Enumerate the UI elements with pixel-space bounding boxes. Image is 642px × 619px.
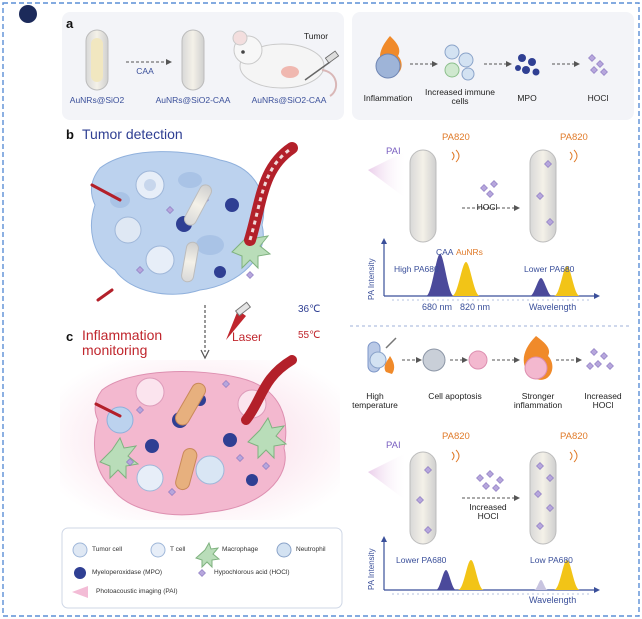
peak-b-680-low: [530, 278, 552, 296]
pai-beam-b: [368, 150, 408, 200]
rod-c-left: [408, 451, 443, 545]
peak-c-680-low: [534, 580, 548, 590]
legend-t-cell-icon: [150, 542, 166, 558]
pa820-c-left: PA820: [442, 431, 470, 442]
step-hocl: HOCl: [587, 93, 609, 103]
peak-b-820-right: [554, 266, 580, 296]
temp-55: 55℃: [298, 330, 321, 341]
pai-label-b: PAI: [386, 146, 401, 157]
label-aunrs-sio2-caa: AuNRs@SiO2-CAA: [155, 95, 231, 105]
chart-b-y-label: PA Intensity: [367, 258, 376, 300]
legend-macrophage: Macrophage: [222, 546, 259, 553]
step-increased-immune-cells: Increased immune cells: [425, 87, 495, 106]
x-680-label: 680 nm: [422, 302, 453, 312]
step-stronger-inflammation: Stronger inflammation: [513, 391, 563, 410]
mouse-illustration: [232, 30, 340, 97]
label-aunrs-sio2-caa-mouse: AuNRs@SiO2-CAA: [251, 95, 327, 105]
increased-hocl-arrow-label: Increased HOCl: [469, 502, 507, 521]
pai-label-c: PAI: [386, 440, 401, 451]
corner-mark: [19, 5, 37, 23]
temp-36: 36℃: [298, 304, 321, 315]
immune-cells-icon: [444, 44, 475, 81]
legend-neutrophil: Neutrophil: [296, 546, 326, 553]
chart-c-y-label: PA Intensity: [367, 548, 376, 590]
peak-b-680-high: [426, 254, 454, 296]
hocl-arrow-label-b: HOCl: [476, 202, 498, 212]
apoptosis-cell-1: [422, 348, 446, 372]
rod-b-left: [408, 149, 443, 243]
chart-b-x-label: Wavelength: [529, 302, 577, 312]
peak-c-820: [458, 560, 484, 590]
panel-label-c: c: [66, 329, 74, 344]
label-aunrs-sio2: AuNRs@SiO2: [69, 95, 125, 105]
vessel-fragment: [90, 183, 122, 202]
panel-a-rod-bare: [85, 29, 109, 91]
low-pa680-label: Low PA680: [530, 555, 573, 565]
rod-b-right: [528, 149, 563, 243]
panel-c-title-line2: monitoring: [82, 342, 148, 358]
peak-b-820: [452, 262, 480, 296]
pa820-c-right: PA820: [560, 431, 588, 442]
lower-pa680-b-label: Lower PA680: [524, 264, 575, 274]
high-pa680-label: High PA680: [394, 264, 439, 274]
lower-pa680-c-label: Lower PA680: [396, 555, 447, 565]
tumor-blue-illustration: [90, 151, 272, 295]
mpo-icon: [515, 54, 540, 76]
panel-a-rod-caa: [180, 29, 211, 91]
laser-device: [234, 301, 252, 317]
panel-c-title-line1: Inflammation: [82, 327, 163, 343]
tumor-pink-illustration: [94, 371, 288, 516]
step-mpo: MPO: [517, 93, 537, 103]
legend-neutrophil-icon: [276, 542, 292, 558]
step-cell-apoptosis: Cell apoptosis: [428, 391, 482, 401]
hocl-cluster-c: [476, 470, 504, 492]
panel-label-b: b: [66, 127, 74, 142]
aunrs-peak-label: AuNRs: [456, 247, 483, 257]
label-caa: CAA: [136, 66, 154, 76]
high-temp-icon: [367, 337, 397, 374]
panel-a-right-box: [352, 12, 634, 120]
pa820-b-right: PA820: [560, 132, 588, 143]
label-tumor: Tumor: [303, 31, 329, 41]
vessel-fragment: [94, 402, 122, 418]
panel-b-title: Tumor detection: [82, 126, 183, 142]
blood-vessel-b: [244, 142, 298, 246]
pa820-b-left: PA820: [442, 132, 470, 143]
increased-hocl-icon: [586, 348, 614, 370]
step-inflammation: Inflammation: [363, 93, 413, 103]
legend-pai-icon: [72, 586, 88, 598]
caa-peak-label: CAA: [436, 247, 454, 257]
legend-hocl: Hypochlorous acid (HOCl): [214, 569, 290, 576]
legend-tumor-cell-icon: [72, 542, 88, 558]
legend-tumor-cell: Tumor cell: [92, 546, 123, 553]
inflammation-icon: [375, 36, 402, 79]
x-820-label: 820 nm: [460, 302, 491, 312]
peak-c-680-lower: [436, 570, 456, 590]
legend-t-cell: T cell: [170, 546, 186, 553]
legend-box: [61, 527, 343, 609]
peak-c-820-right: [554, 560, 580, 590]
laser-label: Laser: [232, 330, 263, 344]
rod-c-right: [529, 451, 563, 545]
legend-macrophage-icon: [195, 541, 221, 569]
legend-mpo: Myeloperoxidase (MPO): [92, 569, 163, 576]
vessel-fragment: [96, 288, 114, 302]
legend-mpo-icon: [74, 567, 86, 579]
legend-pai: Photoacoustic imaging (PAI): [96, 588, 178, 595]
chart-c-x-label: Wavelength: [529, 595, 577, 605]
apoptosis-cell-2: [468, 350, 488, 370]
step-high-temperature: High temperature: [352, 391, 398, 410]
stronger-inflammation-icon: [523, 336, 553, 380]
pai-beam-c: [368, 452, 408, 502]
laser-beam: [226, 310, 246, 340]
blood-vessel-c: [241, 355, 297, 425]
panel-label-a: a: [66, 16, 74, 31]
step-increased-hocl: Increased HOCl: [584, 391, 622, 410]
